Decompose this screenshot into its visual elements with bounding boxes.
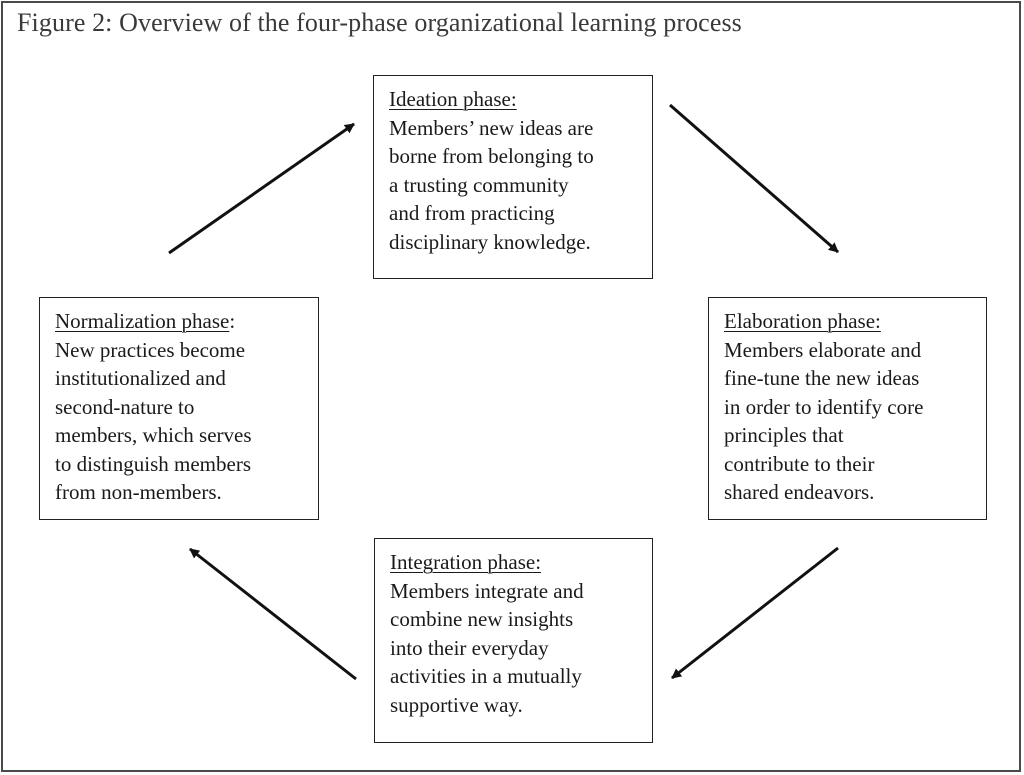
elaboration-phase-box: Elaboration phase: Members elaborate and…	[708, 297, 987, 520]
arrow-ideation-to-elaboration	[669, 103, 839, 254]
integration-line: combine new insights	[390, 607, 574, 631]
normalization-phase-box: Normalization phase: New practices becom…	[39, 297, 319, 520]
ideation-phase-title: Ideation phase:	[389, 87, 517, 111]
elaboration-phase-title: Elaboration phase:	[724, 309, 881, 333]
ideation-line: and from practicing	[389, 201, 555, 225]
integration-line: into their everyday	[390, 635, 549, 660]
integration-phase-title: Integration phase:	[390, 550, 542, 574]
elaboration-line: contribute to their	[724, 451, 875, 476]
normalization-line: New practices become	[55, 337, 246, 362]
elaboration-line: principles that	[724, 423, 844, 447]
integration-phase-box: Integration phase: Members integrate and…	[374, 538, 653, 743]
integration-line: supportive way.	[390, 692, 523, 717]
normalization-phase-title: Normalization phase:	[55, 309, 236, 333]
arrow-integration-to-normalization	[189, 547, 357, 681]
elaboration-line: Members elaborate and	[724, 337, 922, 362]
normalization-line: from non-members.	[55, 480, 222, 504]
normalization-line: members, which serves	[55, 423, 252, 447]
figure-title: Figure 2: Overview of the four-phase org…	[17, 8, 742, 37]
ideation-line: disciplinary knowledge.	[389, 229, 591, 254]
ideation-line: a trusting community	[389, 172, 569, 197]
normalization-line: second-nature to	[55, 394, 195, 419]
ideation-phase-box: Ideation phase: Members’ new ideas are b…	[373, 75, 653, 279]
integration-line: Members integrate and	[390, 578, 584, 603]
elaboration-line: shared endeavors.	[724, 480, 875, 504]
normalization-line: to distinguish members	[55, 451, 251, 476]
ideation-line: Members’ new ideas are	[389, 115, 594, 140]
arrow-normalization-to-ideation	[168, 122, 355, 255]
integration-line: activities in a mutually	[390, 664, 582, 688]
elaboration-line: fine-tune the new ideas	[724, 366, 920, 390]
ideation-line: borne from belonging to	[389, 144, 594, 168]
normalization-line: institutionalized and	[55, 366, 226, 390]
arrow-elaboration-to-integration	[671, 546, 839, 680]
elaboration-line: in order to identify core	[724, 394, 924, 419]
